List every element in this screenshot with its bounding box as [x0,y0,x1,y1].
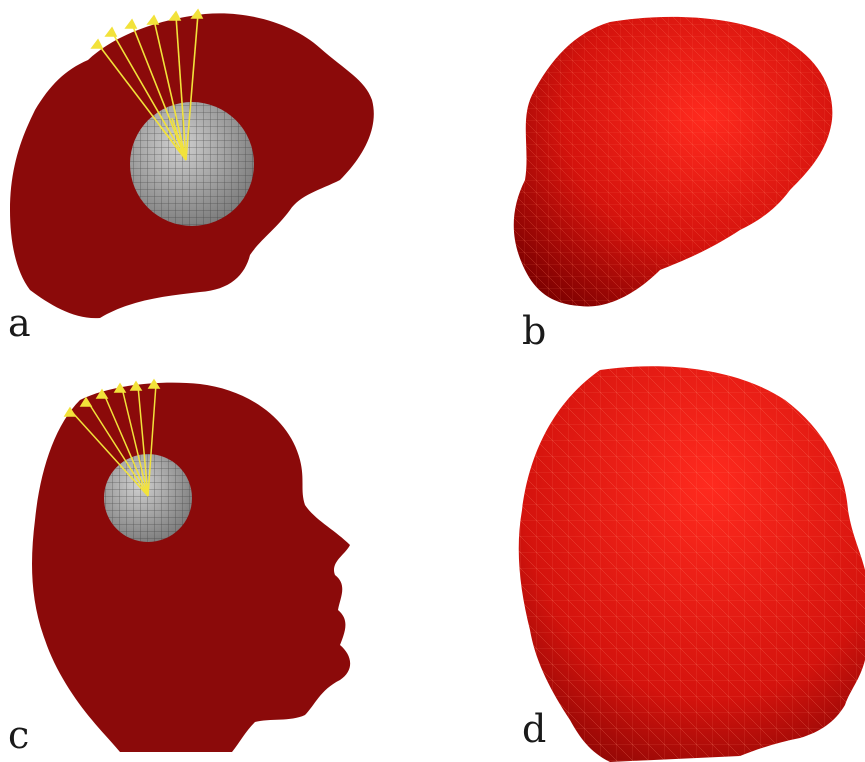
head-surface-wireframe [519,366,865,762]
panel-b-figure [440,0,865,360]
panel-b: b [440,0,865,360]
sphere-mesh [104,454,192,542]
panel-c: c [0,370,420,762]
panel-c-label: c [8,716,29,754]
panel-d-figure [440,360,865,762]
head-slice [32,383,350,752]
panel-c-figure [0,370,420,762]
panel-d-label: d [522,710,546,748]
sphere-mesh [130,102,254,226]
panel-b-label: b [522,312,546,350]
brain-surface-wireframe [514,17,833,307]
panel-a: a [0,0,420,340]
panel-d: d [440,360,865,762]
panel-a-label: a [8,304,31,342]
panel-a-figure [0,0,420,340]
